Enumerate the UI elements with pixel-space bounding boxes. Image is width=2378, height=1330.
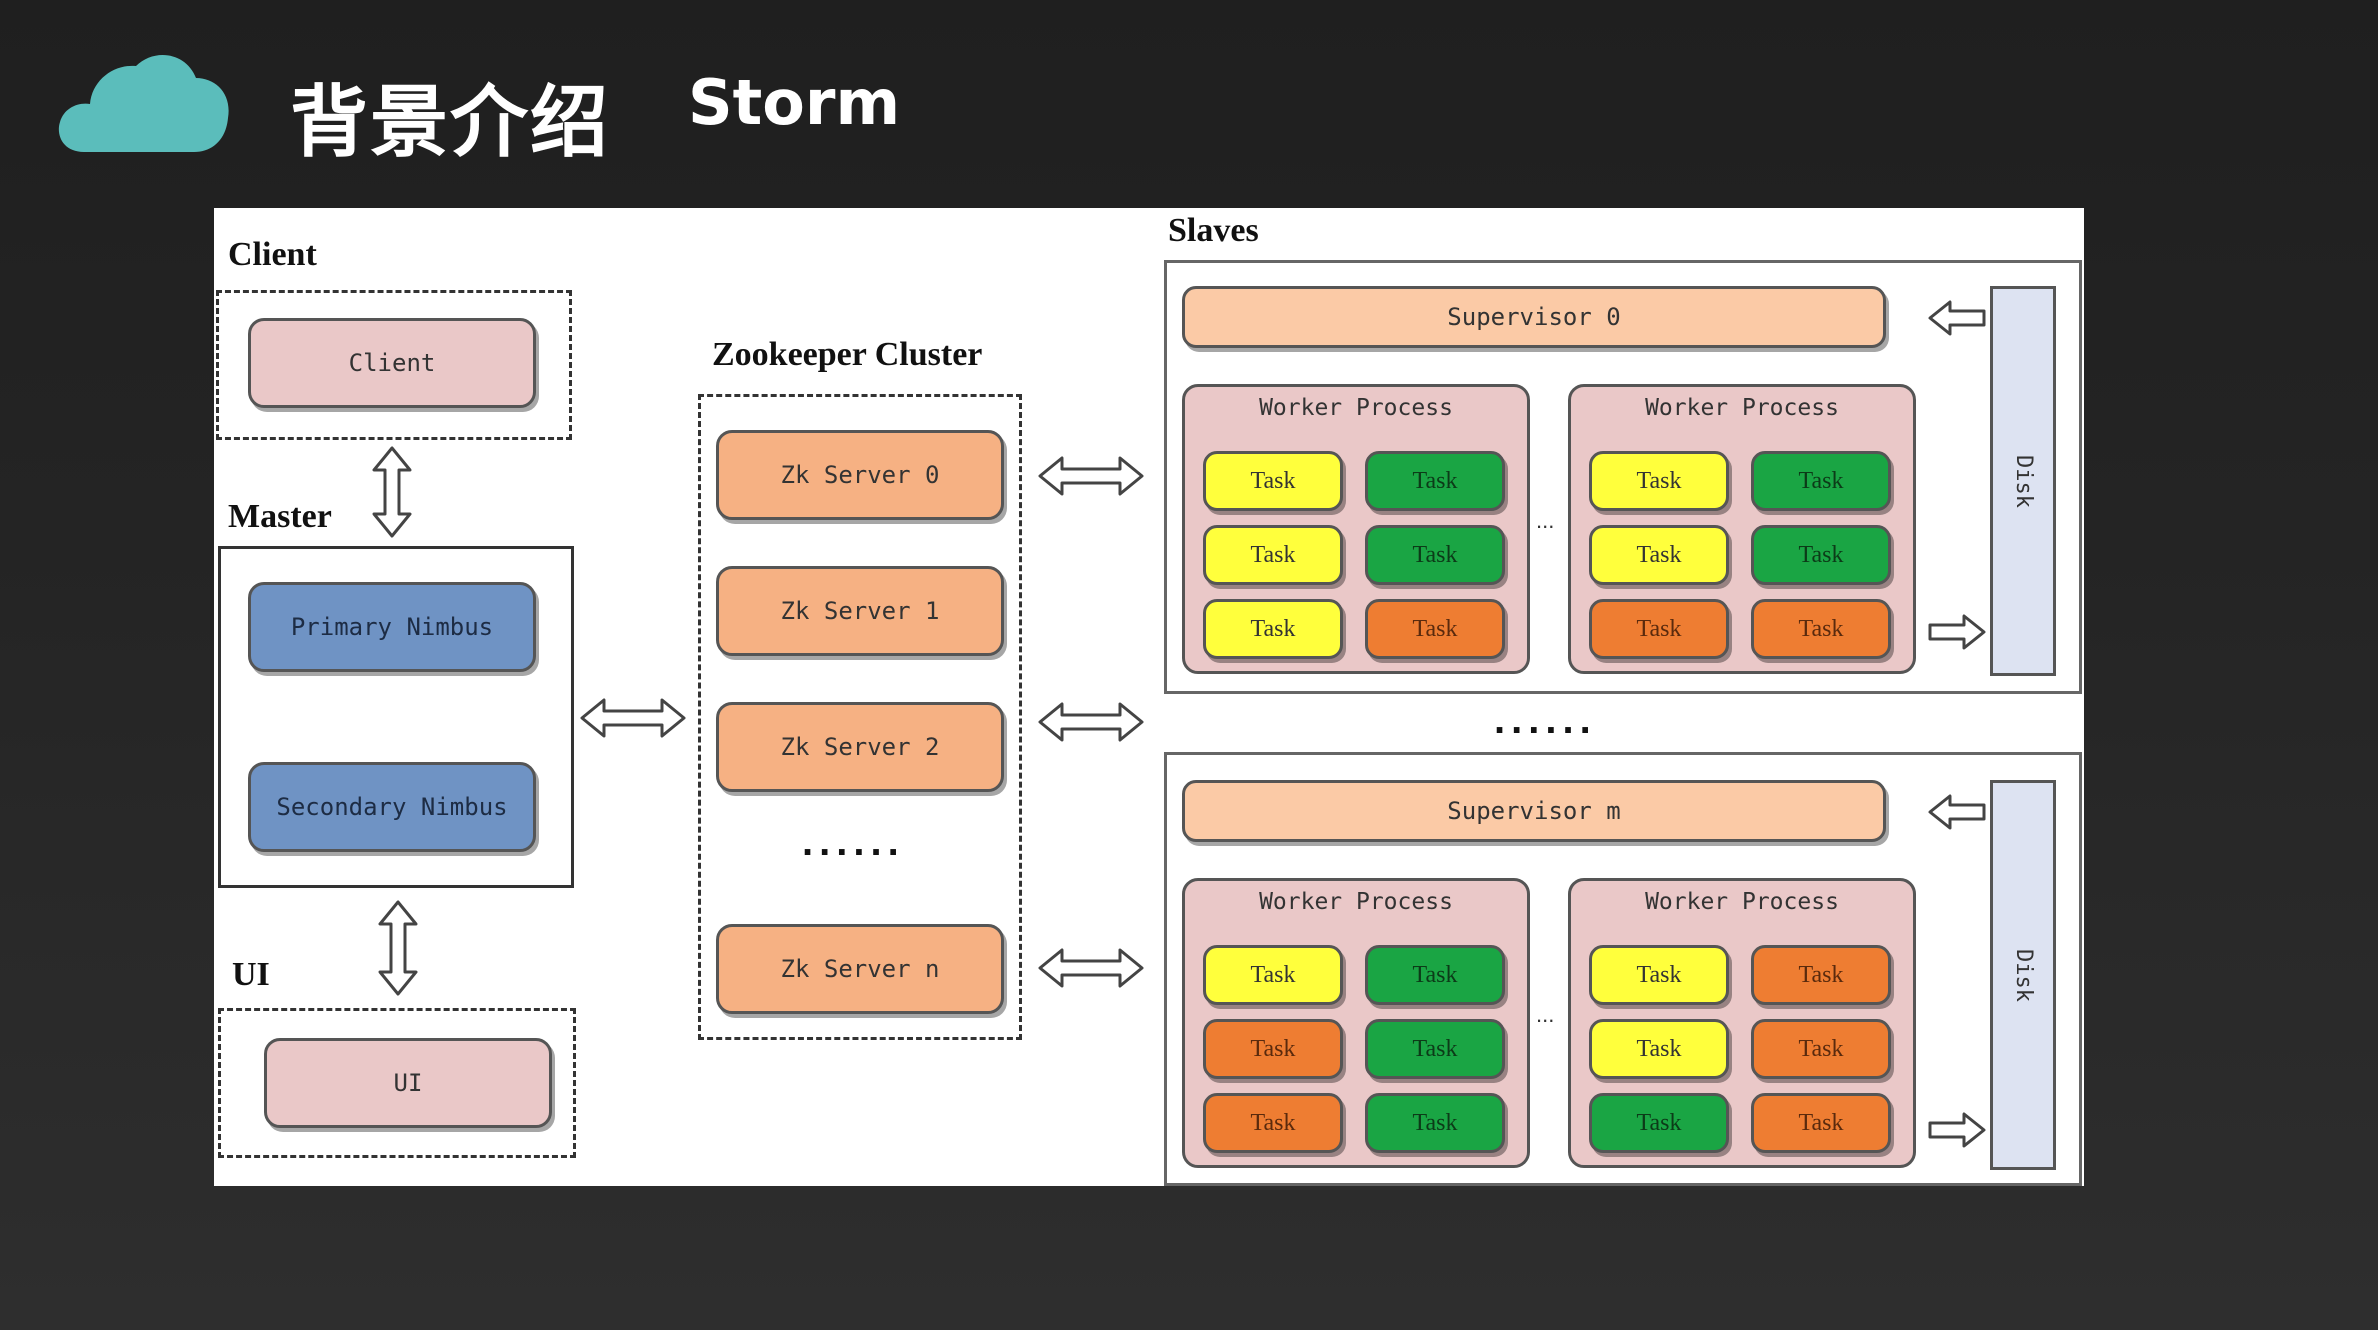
slaves-section-label: Slaves <box>1168 212 1259 249</box>
worker-process-label: Worker Process <box>1645 395 1839 421</box>
task: Task <box>1365 1093 1505 1153</box>
client-master-arrow <box>372 446 412 538</box>
disk-m: Disk <box>1990 780 2056 1170</box>
ui-group <box>218 1008 576 1158</box>
worker-process: Worker Process Task Task Task Task Task … <box>1182 384 1530 674</box>
zookeeper-section-label: Zookeeper Cluster <box>712 336 983 373</box>
client-section-label: Client <box>228 236 317 273</box>
task: Task <box>1751 525 1891 585</box>
zk-server-1: Zk Server 1 <box>716 566 1004 656</box>
task: Task <box>1589 525 1729 585</box>
task: Task <box>1751 1019 1891 1079</box>
worker-process: Worker Process Task Task Task Task Task … <box>1568 384 1916 674</box>
task: Task <box>1589 945 1729 1005</box>
client-group <box>216 290 572 440</box>
task: Task <box>1751 599 1891 659</box>
worker-process: Worker Process Task Task Task Task Task … <box>1568 878 1916 1168</box>
task: Task <box>1365 599 1505 659</box>
task: Task <box>1751 451 1891 511</box>
master-section-label: Master <box>228 498 332 535</box>
primary-nimbus-box: Primary Nimbus <box>248 582 536 672</box>
master-zk-arrow <box>580 698 686 738</box>
supervisor-0: Supervisor 0 <box>1182 286 1886 348</box>
task: Task <box>1203 451 1343 511</box>
master-ui-arrow <box>378 900 418 996</box>
secondary-nimbus-box: Secondary Nimbus <box>248 762 536 852</box>
task: Task <box>1203 1019 1343 1079</box>
worker-process-label: Worker Process <box>1259 395 1453 421</box>
task: Task <box>1203 599 1343 659</box>
slide-subtitle: Storm <box>688 66 901 139</box>
connector-arrows <box>372 300 1986 1148</box>
zk-slave-arrow <box>1038 456 1144 496</box>
storm-architecture-diagram: Client Client Master Primary Nimbus Seco… <box>214 208 2084 1186</box>
task: Task <box>1203 525 1343 585</box>
disk-supervisor-arrow <box>1928 794 1986 830</box>
master-group <box>218 546 574 888</box>
task: Task <box>1751 945 1891 1005</box>
zk-server-2: Zk Server 2 <box>716 702 1004 792</box>
zk-more-dots: ...... <box>802 820 905 864</box>
task: Task <box>1203 1093 1343 1153</box>
task: Task <box>1365 525 1505 585</box>
worker-process-label: Worker Process <box>1645 889 1839 915</box>
task: Task <box>1365 451 1505 511</box>
task: Task <box>1589 451 1729 511</box>
supervisor-m: Supervisor m <box>1182 780 1886 842</box>
zk-server-0: Zk Server 0 <box>716 430 1004 520</box>
task: Task <box>1589 599 1729 659</box>
worker-disk-arrow <box>1928 614 1986 650</box>
task: Task <box>1589 1093 1729 1153</box>
disk-0: Disk <box>1990 286 2056 676</box>
zk-slave-arrow <box>1038 948 1144 988</box>
client-box: Client <box>248 318 536 408</box>
task: Task <box>1203 945 1343 1005</box>
task: Task <box>1365 945 1505 1005</box>
slave-node-m <box>1164 752 2082 1186</box>
zk-slave-arrow <box>1038 702 1144 742</box>
worker-ellipsis: ... <box>1536 1002 1555 1027</box>
worker-process: Worker Process Task Task Task Task Task … <box>1182 878 1530 1168</box>
worker-ellipsis: ... <box>1536 508 1555 533</box>
zk-server-n: Zk Server n <box>716 924 1004 1014</box>
worker-disk-arrow <box>1928 1112 1986 1148</box>
slave-node-0 <box>1164 260 2082 694</box>
ui-section-label: UI <box>232 956 270 993</box>
worker-process-label: Worker Process <box>1259 889 1453 915</box>
task: Task <box>1365 1019 1505 1079</box>
slide-title: 背景介绍 <box>290 78 611 168</box>
zookeeper-group <box>698 394 1022 1040</box>
ui-box: UI <box>264 1038 552 1128</box>
disk-supervisor-arrow <box>1928 300 1986 336</box>
slave-more-dots: ...... <box>1494 698 1597 742</box>
cloud-icon <box>58 54 229 152</box>
task: Task <box>1751 1093 1891 1153</box>
task: Task <box>1589 1019 1729 1079</box>
